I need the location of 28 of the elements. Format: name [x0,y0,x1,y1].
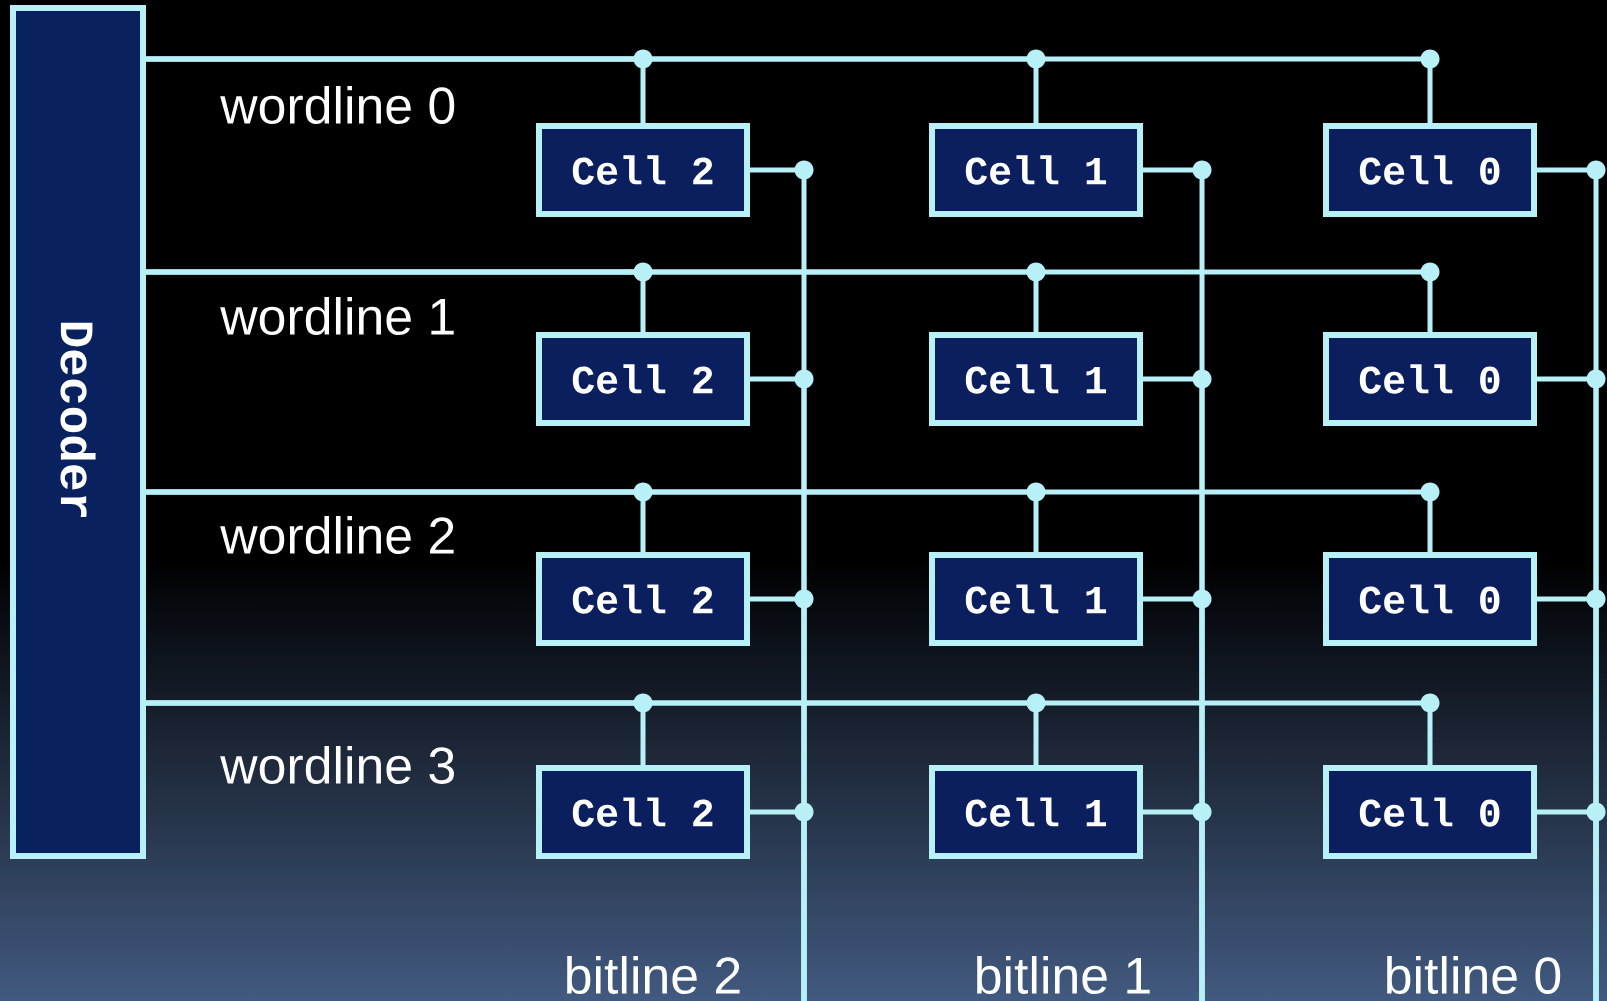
cell-box: Cell 2 [536,552,750,646]
cell-box: Cell 0 [1323,332,1537,426]
wordline-label: wordline 0 [220,85,455,124]
bitline-label: bitline 0 [1387,956,1561,995]
wordline [146,269,1433,332]
bitline [750,809,807,1001]
bitline-label: bitline 1 [977,956,1150,995]
bitline-label: bitline 2 [567,956,740,995]
wordline-label: wordline 3 [220,746,454,785]
cell-box: Cell 2 [536,765,750,859]
wordline [146,56,1433,123]
bitline [1143,809,1205,1001]
cell-box: Cell 0 [1323,123,1537,217]
cell-box: Cell 2 [536,332,750,426]
cell-box: Cell 1 [929,332,1143,426]
cell-box: Cell 1 [929,123,1143,217]
wordline-label: wordline 1 [220,297,454,335]
cell-box: Cell 0 [1323,552,1537,646]
wordline [146,700,1433,765]
bitline [1537,809,1599,1001]
wordline-label: wordline 2 [220,516,454,554]
wordline [146,489,1433,552]
cell-box: Cell 1 [929,552,1143,646]
cell-box: Cell 2 [536,123,750,217]
cell-box: Cell 1 [929,765,1143,859]
decoder-box [10,5,146,859]
cell-box: Cell 0 [1323,765,1537,859]
decoder-label: Decoder [60,322,96,517]
